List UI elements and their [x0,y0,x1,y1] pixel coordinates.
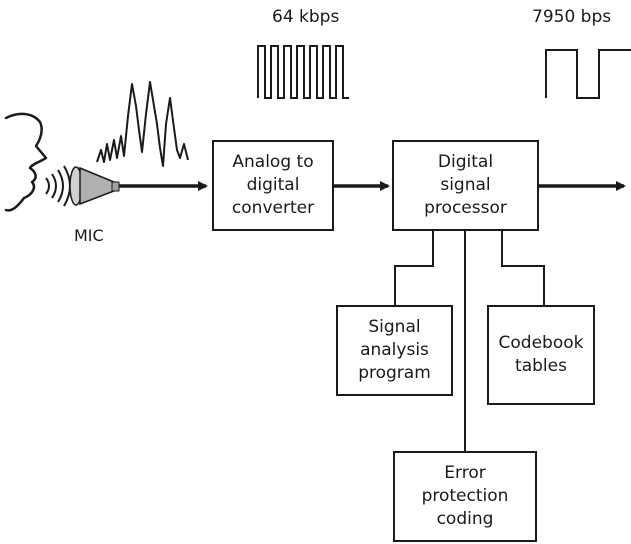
microphone-icon [69,166,120,206]
input-bitrate-label: 64 kbps [272,7,340,27]
speaker-face-icon [4,112,48,212]
analog-waveform [96,81,189,167]
analog-to-digital-converter-box: Analog to digital converter [212,140,334,231]
digital-waveform-64k [257,45,349,99]
sound-waves-icon [45,165,71,207]
signal-analysis-program-box: Signal analysis program [336,305,453,396]
processor-connectors [394,231,545,452]
digital-waveform-7950 [545,49,631,99]
output-bitrate-label: 7950 bps [532,7,612,27]
error-protection-coding-box: Error protection coding [393,451,537,542]
mic-label: MIC [74,226,104,245]
digital-signal-processor-box: Digital signal processor [392,140,539,231]
codebook-tables-box: Codebook tables [487,305,595,405]
